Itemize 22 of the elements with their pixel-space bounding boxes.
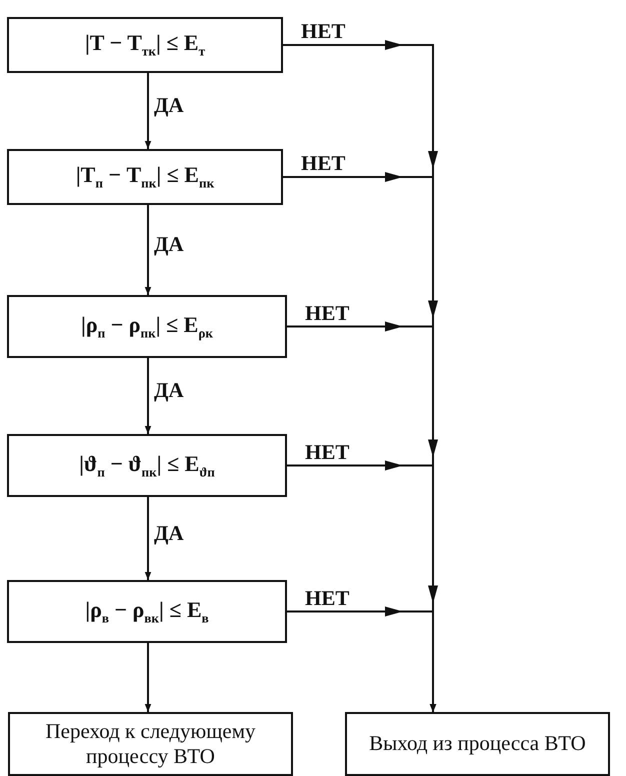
process-box: Переход к следующему процессу ВТО (8, 712, 293, 776)
condition-box: |T − T$_{тк}$| ≤ E$_{т}$ (7, 17, 283, 73)
edge-label: НЕТ (305, 302, 350, 324)
arrow (144, 497, 152, 580)
process-box: Выход из процесса ВТО (345, 712, 610, 776)
edge-label: ДА (154, 95, 184, 116)
edge-label: НЕТ (305, 442, 350, 462)
condition-box: |ϑ$_{п}$ − ϑ$_{пк}$| ≤ E$_{ϑп}$ (7, 434, 287, 497)
condition-box: |ρ$_{в}$ − ρ$_{вк}$| ≤ E$_{в}$ (7, 580, 287, 643)
edge-label: ДА (154, 522, 184, 544)
arrow (144, 358, 152, 434)
edge-label: ДА (154, 234, 184, 255)
condition-box: |ρ$_{п}$ − ρ$_{пк}$| ≤ E$_{ρк}$ (7, 295, 287, 358)
arrow (144, 205, 152, 295)
edge-label: ДА (154, 380, 184, 401)
arrow (144, 643, 152, 712)
edge-label: НЕТ (305, 588, 350, 608)
edge-label: НЕТ (301, 21, 346, 42)
edge-label: НЕТ (301, 153, 346, 174)
condition-box: |T$_{п}$ − T$_{пк}$| ≤ E$_{пк}$ (7, 149, 283, 205)
arrow (144, 73, 152, 149)
arrow (287, 586, 438, 712)
